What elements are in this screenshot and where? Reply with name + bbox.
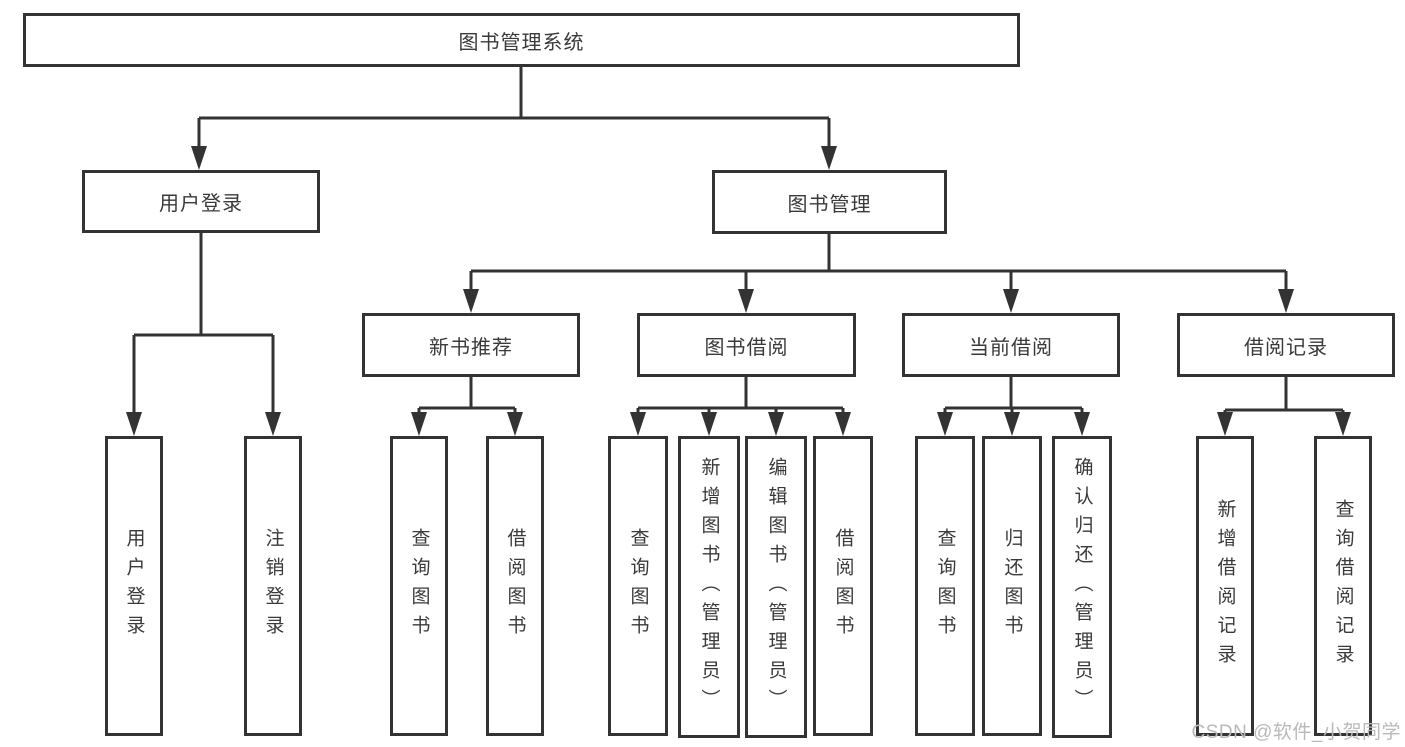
node-label: 编辑图书（管理员） [765,456,787,718]
node-label: 图书管理系统 [458,31,585,54]
leaf-borrow-books-recommend: 借阅图书 [486,436,544,736]
leaf-logout: 注销登录 [244,436,302,736]
node-label: 新增图书（管理员） [698,456,720,718]
arrowhead-icons [126,146,1351,436]
leaf-user-login: 用户登录 [105,436,163,736]
node-label: 当前借阅 [969,336,1053,359]
node-label: 查询图书 [934,528,956,644]
node-book-borrowing: 图书借阅 [637,313,856,377]
leaf-query-books-recommend: 查询图书 [390,436,448,736]
node-label: 确认归还（管理员） [1071,456,1093,718]
leaf-add-books-admin: 新增图书（管理员） [678,436,740,738]
node-book-management: 图书管理 [712,170,947,234]
node-borrowing-records: 借阅记录 [1177,313,1395,377]
node-label: 图书管理 [787,193,872,216]
node-label: 查询借阅记录 [1332,499,1354,673]
node-label: 查询图书 [408,528,430,644]
node-new-book-recommendation: 新书推荐 [362,313,580,377]
node-label: 图书借阅 [704,336,789,359]
node-label: 新增借阅记录 [1214,499,1236,673]
leaf-return-books: 归还图书 [982,436,1042,736]
node-label: 用户登录 [123,528,145,644]
watermark: CSDN @软件_小贺同学 [1191,722,1401,743]
node-label: 借阅图书 [832,528,854,644]
leaf-borrow-books: 借阅图书 [813,436,873,736]
node-label: 注销登录 [262,528,284,644]
leaf-query-books-current: 查询图书 [915,436,975,736]
node-user-login: 用户登录 [82,170,320,233]
node-label: 新书推荐 [429,336,513,359]
leaf-add-borrow-record: 新增借阅记录 [1196,436,1254,736]
leaf-query-books-borrowing: 查询图书 [608,436,668,736]
node-current-borrowing: 当前借阅 [902,313,1120,377]
node-label: 用户登录 [159,193,243,215]
leaf-confirm-return-admin: 确认归还（管理员） [1052,436,1112,738]
leaf-query-borrow-record: 查询借阅记录 [1314,436,1372,736]
node-root-library-system: 图书管理系统 [23,13,1020,67]
node-label: 归还图书 [1001,528,1023,644]
node-label: 借阅记录 [1244,336,1328,359]
node-label: 借阅图书 [504,528,526,644]
leaf-edit-books-admin: 编辑图书（管理员） [745,436,807,738]
node-label: 查询图书 [627,528,649,644]
